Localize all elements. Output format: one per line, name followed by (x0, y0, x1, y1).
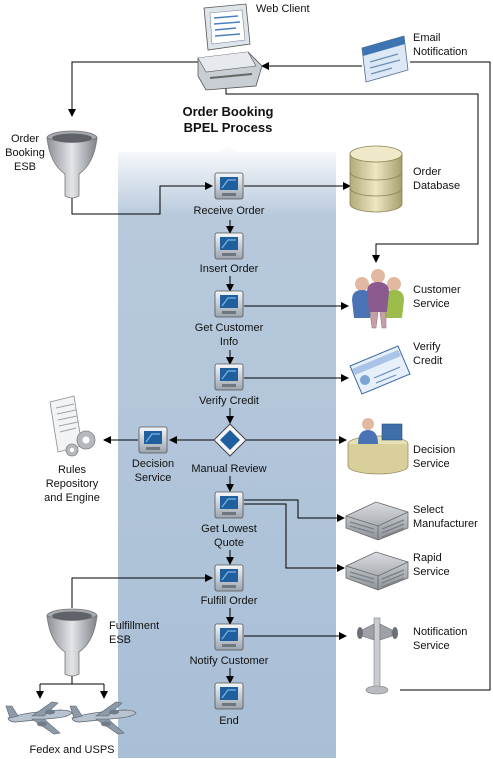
step-label: Notify Customer (190, 655, 269, 667)
order-database[interactable]: Order Database (349, 145, 460, 213)
svg-text:Service: Service (413, 566, 450, 578)
step-manual-review[interactable]: Manual Review (191, 423, 267, 475)
order-booking-esb[interactable]: Order Booking ESB (5, 130, 98, 199)
web-client-label: Web Client (256, 3, 310, 15)
document-gear-icon (49, 395, 96, 457)
monitor-icon (214, 290, 244, 318)
monitor-icon (214, 623, 244, 651)
svg-text:and Engine: and Engine (44, 492, 100, 504)
loudspeaker-icon (357, 617, 398, 695)
carriers-label: Fedex and USPS (30, 744, 115, 756)
svg-text:Manufacturer: Manufacturer (413, 518, 478, 530)
process-title-line2: BPEL Process (184, 120, 273, 135)
step-get-lowest-quote[interactable]: Get Lowest Quote (201, 491, 257, 549)
web-client-icon (197, 3, 263, 91)
notification-service[interactable]: Notification Service (357, 617, 467, 695)
svg-text:Order: Order (413, 166, 441, 178)
step-notify-customer[interactable]: Notify Customer (190, 623, 269, 667)
factory-icon (345, 551, 409, 591)
step-receive-order[interactable]: Receive Order (194, 172, 265, 217)
svg-text:Fulfillment: Fulfillment (109, 620, 159, 632)
step-label: Info (220, 336, 238, 348)
verify-credit[interactable]: Verify Credit (349, 341, 442, 395)
svg-text:Repository: Repository (46, 478, 99, 490)
decision-desk-icon (347, 418, 409, 475)
monitor-icon (214, 363, 244, 391)
monitor-icon (214, 172, 244, 200)
monitor-icon (214, 491, 244, 519)
credit-card-icon (349, 345, 411, 395)
svg-text:Email: Email (413, 32, 441, 44)
email-icon (361, 35, 409, 83)
step-label: Insert Order (200, 263, 259, 275)
step-label: Verify Credit (199, 395, 259, 407)
monitor-icon (214, 564, 244, 592)
step-label: End (219, 715, 239, 727)
svg-text:ESB: ESB (14, 161, 36, 173)
select-manufacturer[interactable]: Select Manufacturer (345, 501, 478, 541)
carriers[interactable]: Fedex and USPS (5, 701, 137, 756)
factory-icon (345, 501, 409, 541)
svg-text:Customer: Customer (413, 284, 461, 296)
svg-text:Booking: Booking (5, 147, 45, 159)
svg-text:Rapid: Rapid (413, 552, 442, 564)
step-verify-credit[interactable]: Verify Credit (199, 363, 259, 407)
rapid-service[interactable]: Rapid Service (345, 551, 450, 591)
step-fulfill-order[interactable]: Fulfill Order (201, 564, 258, 607)
step-label: Receive Order (194, 205, 265, 217)
people-icon (352, 269, 404, 329)
step-label: Get Lowest (201, 523, 257, 535)
step-label: Fulfill Order (201, 595, 258, 607)
process-title-line1: Order Booking (182, 104, 273, 119)
email-notification[interactable]: Email Notification (361, 32, 467, 83)
svg-text:Decision: Decision (413, 444, 455, 456)
monitor-icon (138, 426, 168, 454)
svg-text:Decision: Decision (132, 458, 174, 470)
svg-text:Rules: Rules (58, 464, 87, 476)
svg-text:Notification: Notification (413, 626, 467, 638)
database-icon (349, 145, 403, 213)
decision-service-right[interactable]: Decision Service (347, 418, 455, 475)
funnel-icon (46, 130, 98, 199)
fulfillment-esb[interactable]: Fulfillment ESB (46, 608, 159, 677)
step-get-customer-info[interactable]: Get Customer Info (195, 290, 264, 348)
svg-text:Service: Service (413, 298, 450, 310)
decision-service-left[interactable]: Decision Service (132, 426, 174, 484)
monitor-icon (214, 682, 244, 710)
customer-service[interactable]: Customer Service (352, 269, 461, 329)
rules-repository[interactable]: Rules Repository and Engine (44, 395, 100, 504)
svg-text:Select: Select (413, 504, 444, 516)
web-client[interactable]: Web Client (197, 3, 310, 91)
svg-text:Service: Service (135, 472, 172, 484)
svg-text:Service: Service (413, 640, 450, 652)
step-end[interactable]: End (214, 682, 244, 727)
monitor-icon (214, 232, 244, 260)
connectors (36, 61, 491, 699)
svg-text:Notification: Notification (413, 46, 467, 58)
svg-text:Service: Service (413, 458, 450, 470)
decision-diamond-icon (213, 423, 247, 457)
svg-text:Credit: Credit (413, 355, 442, 367)
svg-text:Database: Database (413, 180, 460, 192)
step-label: Manual Review (191, 463, 266, 475)
airplane-icon (5, 701, 73, 735)
svg-text:Order: Order (11, 133, 39, 145)
svg-text:Verify: Verify (413, 341, 441, 353)
step-label: Quote (214, 537, 244, 549)
svg-text:ESB: ESB (109, 634, 131, 646)
step-insert-order[interactable]: Insert Order (200, 232, 259, 275)
step-label: Get Customer (195, 322, 264, 334)
funnel-icon (46, 608, 98, 677)
